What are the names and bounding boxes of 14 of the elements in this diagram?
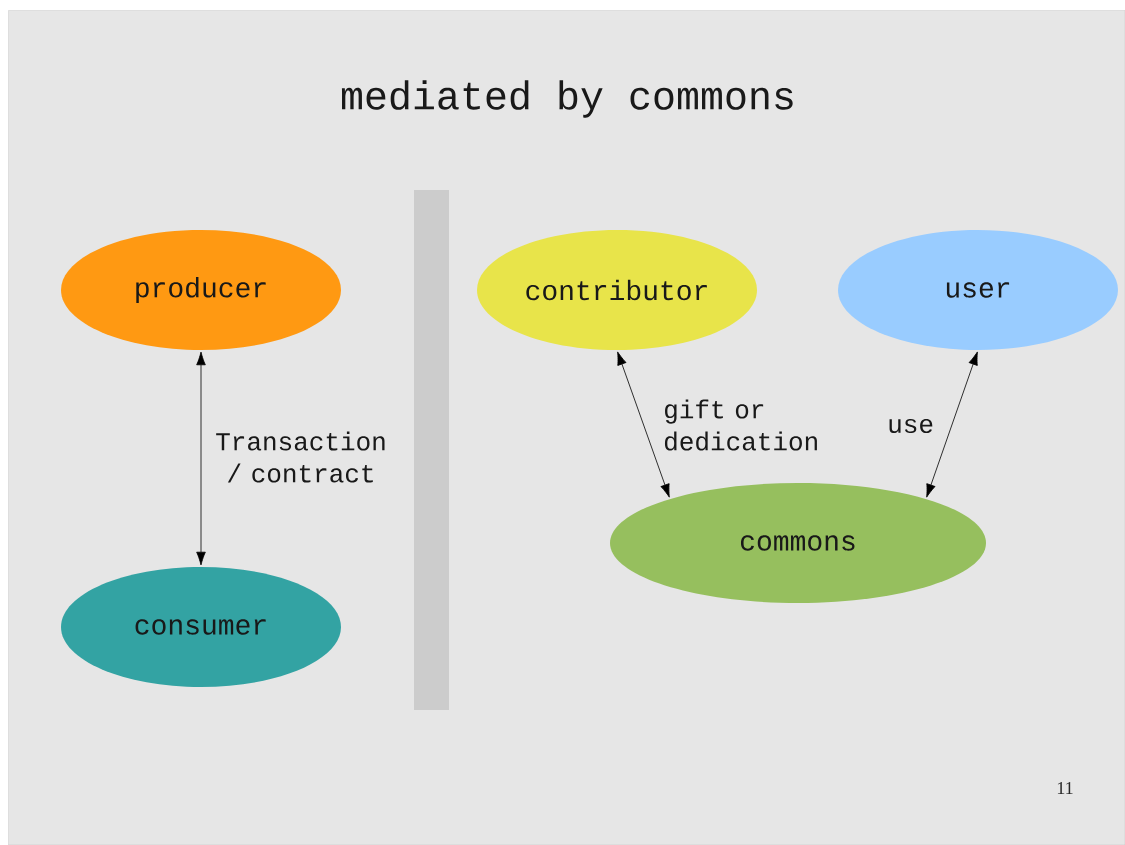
edge-label: Transaction / contract <box>216 431 385 483</box>
ellipse-node: user <box>838 230 1118 350</box>
edge-label: use <box>889 418 933 434</box>
ellipse-node: producer <box>61 230 341 350</box>
ellipse-node: contributor <box>477 230 757 350</box>
ellipse-node: commons <box>610 483 986 603</box>
arrow <box>617 351 670 498</box>
divider-bar <box>414 190 449 710</box>
edge-label: gift or dedication <box>664 399 817 451</box>
ellipse-node: consumer <box>61 567 341 687</box>
page-number: 11 <box>1057 782 1073 794</box>
arrow <box>926 351 978 498</box>
arrow <box>196 351 206 566</box>
title: mediated by commons <box>341 80 793 118</box>
